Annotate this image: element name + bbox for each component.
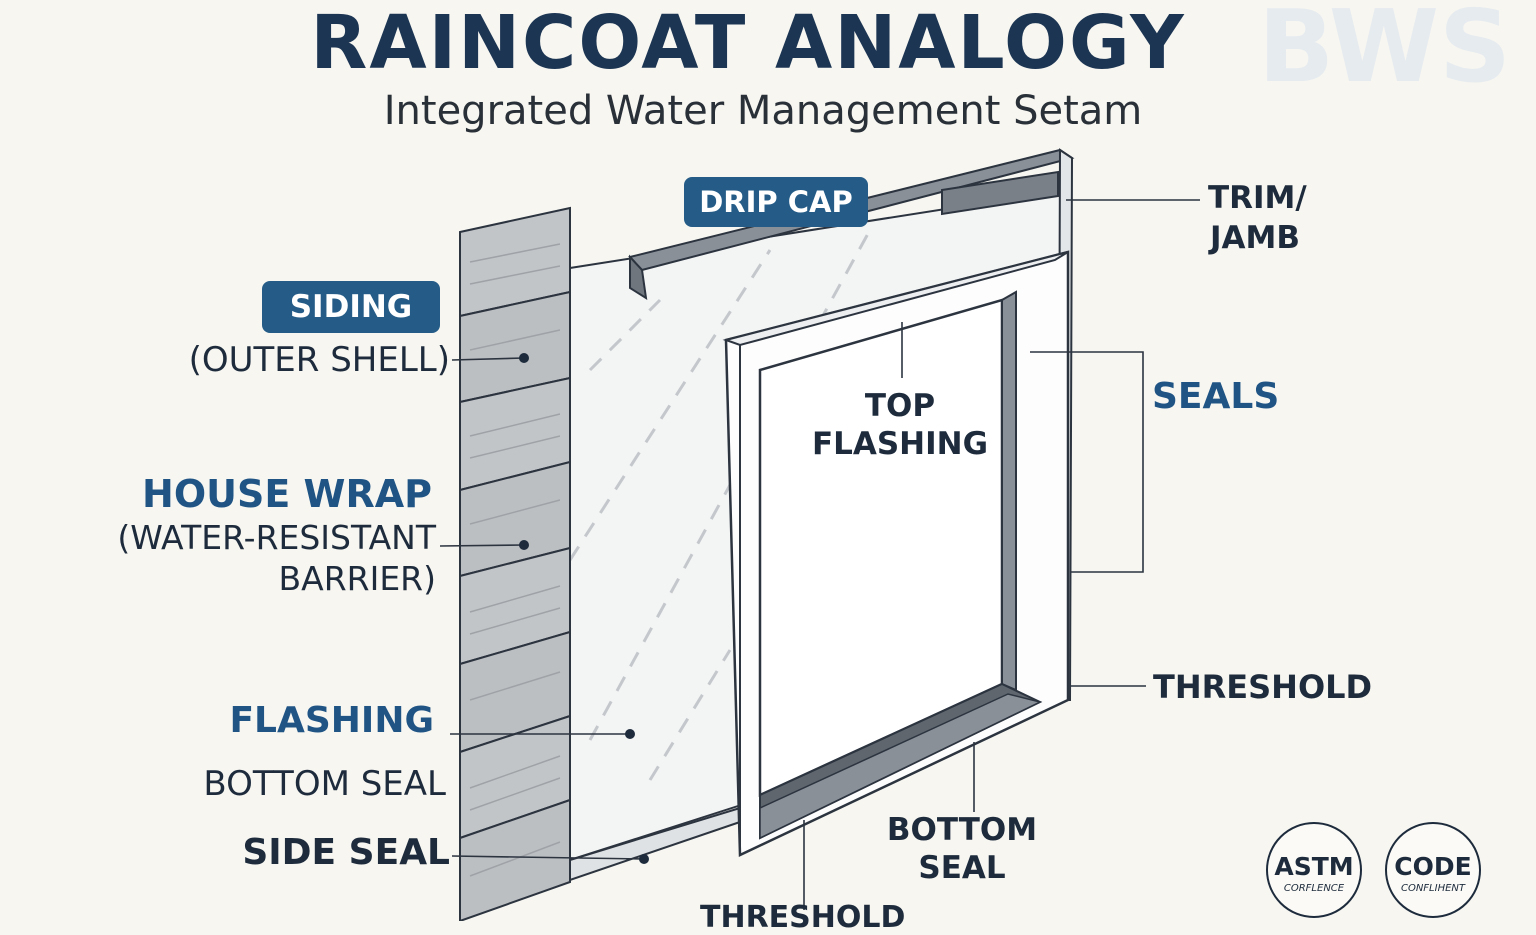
bottom-seal-left-label: BOTTOM SEAL xyxy=(203,764,446,804)
siding-column xyxy=(459,206,571,921)
seals-bracket xyxy=(1030,351,1144,573)
bottom-seal-line1: BOTTOM xyxy=(886,812,1038,848)
page-title: RAINCOAT ANALOGY xyxy=(310,0,1186,86)
top-flashing-line1: TOP xyxy=(864,388,936,424)
door-frame-bevel xyxy=(722,251,1069,347)
wrap-dash xyxy=(568,249,772,561)
outer-shell-label: (OUTER SHELL) xyxy=(188,340,450,380)
house-wrap-desc-line1: (WATER-RESISTANT xyxy=(117,518,436,557)
drip-cap-right xyxy=(941,170,1059,216)
threshold-bottom-label: THRESHOLD xyxy=(700,900,906,935)
leader-outer-shell xyxy=(451,357,525,361)
wrap-dash xyxy=(648,649,732,781)
threshold-face xyxy=(759,693,1043,840)
threshold-right-label: THRESHOLD xyxy=(1153,668,1373,706)
code-badge-subtitle: CONFLIHENT xyxy=(1400,883,1466,894)
flashing-label: FLASHING xyxy=(229,700,434,741)
trim-label-line2: JAMB xyxy=(1210,220,1301,256)
trim-label-line1: TRIM/ xyxy=(1208,180,1307,216)
side-seal-label: SIDE SEAL xyxy=(242,832,450,873)
drip-cap-left xyxy=(629,254,648,300)
top-flashing-line2: FLASHING xyxy=(811,426,989,462)
watermark: BWS xyxy=(1258,0,1512,105)
code-badge: CODE CONFLIHENT xyxy=(1385,822,1481,918)
dot-flashing xyxy=(625,729,635,739)
leader-house-wrap xyxy=(439,544,525,547)
astm-badge-title: ASTM xyxy=(1274,852,1354,881)
code-badge-title: CODE xyxy=(1394,852,1472,881)
leader-side-seal xyxy=(451,855,645,860)
seals-label: SEALS xyxy=(1152,376,1280,417)
bottom-seal-line2: SEAL xyxy=(918,850,1006,886)
house-wrap-label: HOUSE WRAP xyxy=(142,472,432,516)
house-wrap-desc-line2: BARRIER) xyxy=(278,559,436,598)
astm-badge: ASTM CORFLENCE xyxy=(1266,822,1362,918)
dot-side-seal xyxy=(639,854,649,864)
dot-outer-shell xyxy=(519,353,529,363)
page-subtitle: Integrated Water Management Setam xyxy=(383,88,1143,134)
right-jamb xyxy=(1001,290,1017,692)
drip-cap-chip: DRIP CAP xyxy=(684,177,868,227)
astm-badge-subtitle: CORFLENCE xyxy=(1283,883,1345,894)
dot-house-wrap xyxy=(519,540,529,550)
siding-chip: SIDING xyxy=(262,281,440,333)
